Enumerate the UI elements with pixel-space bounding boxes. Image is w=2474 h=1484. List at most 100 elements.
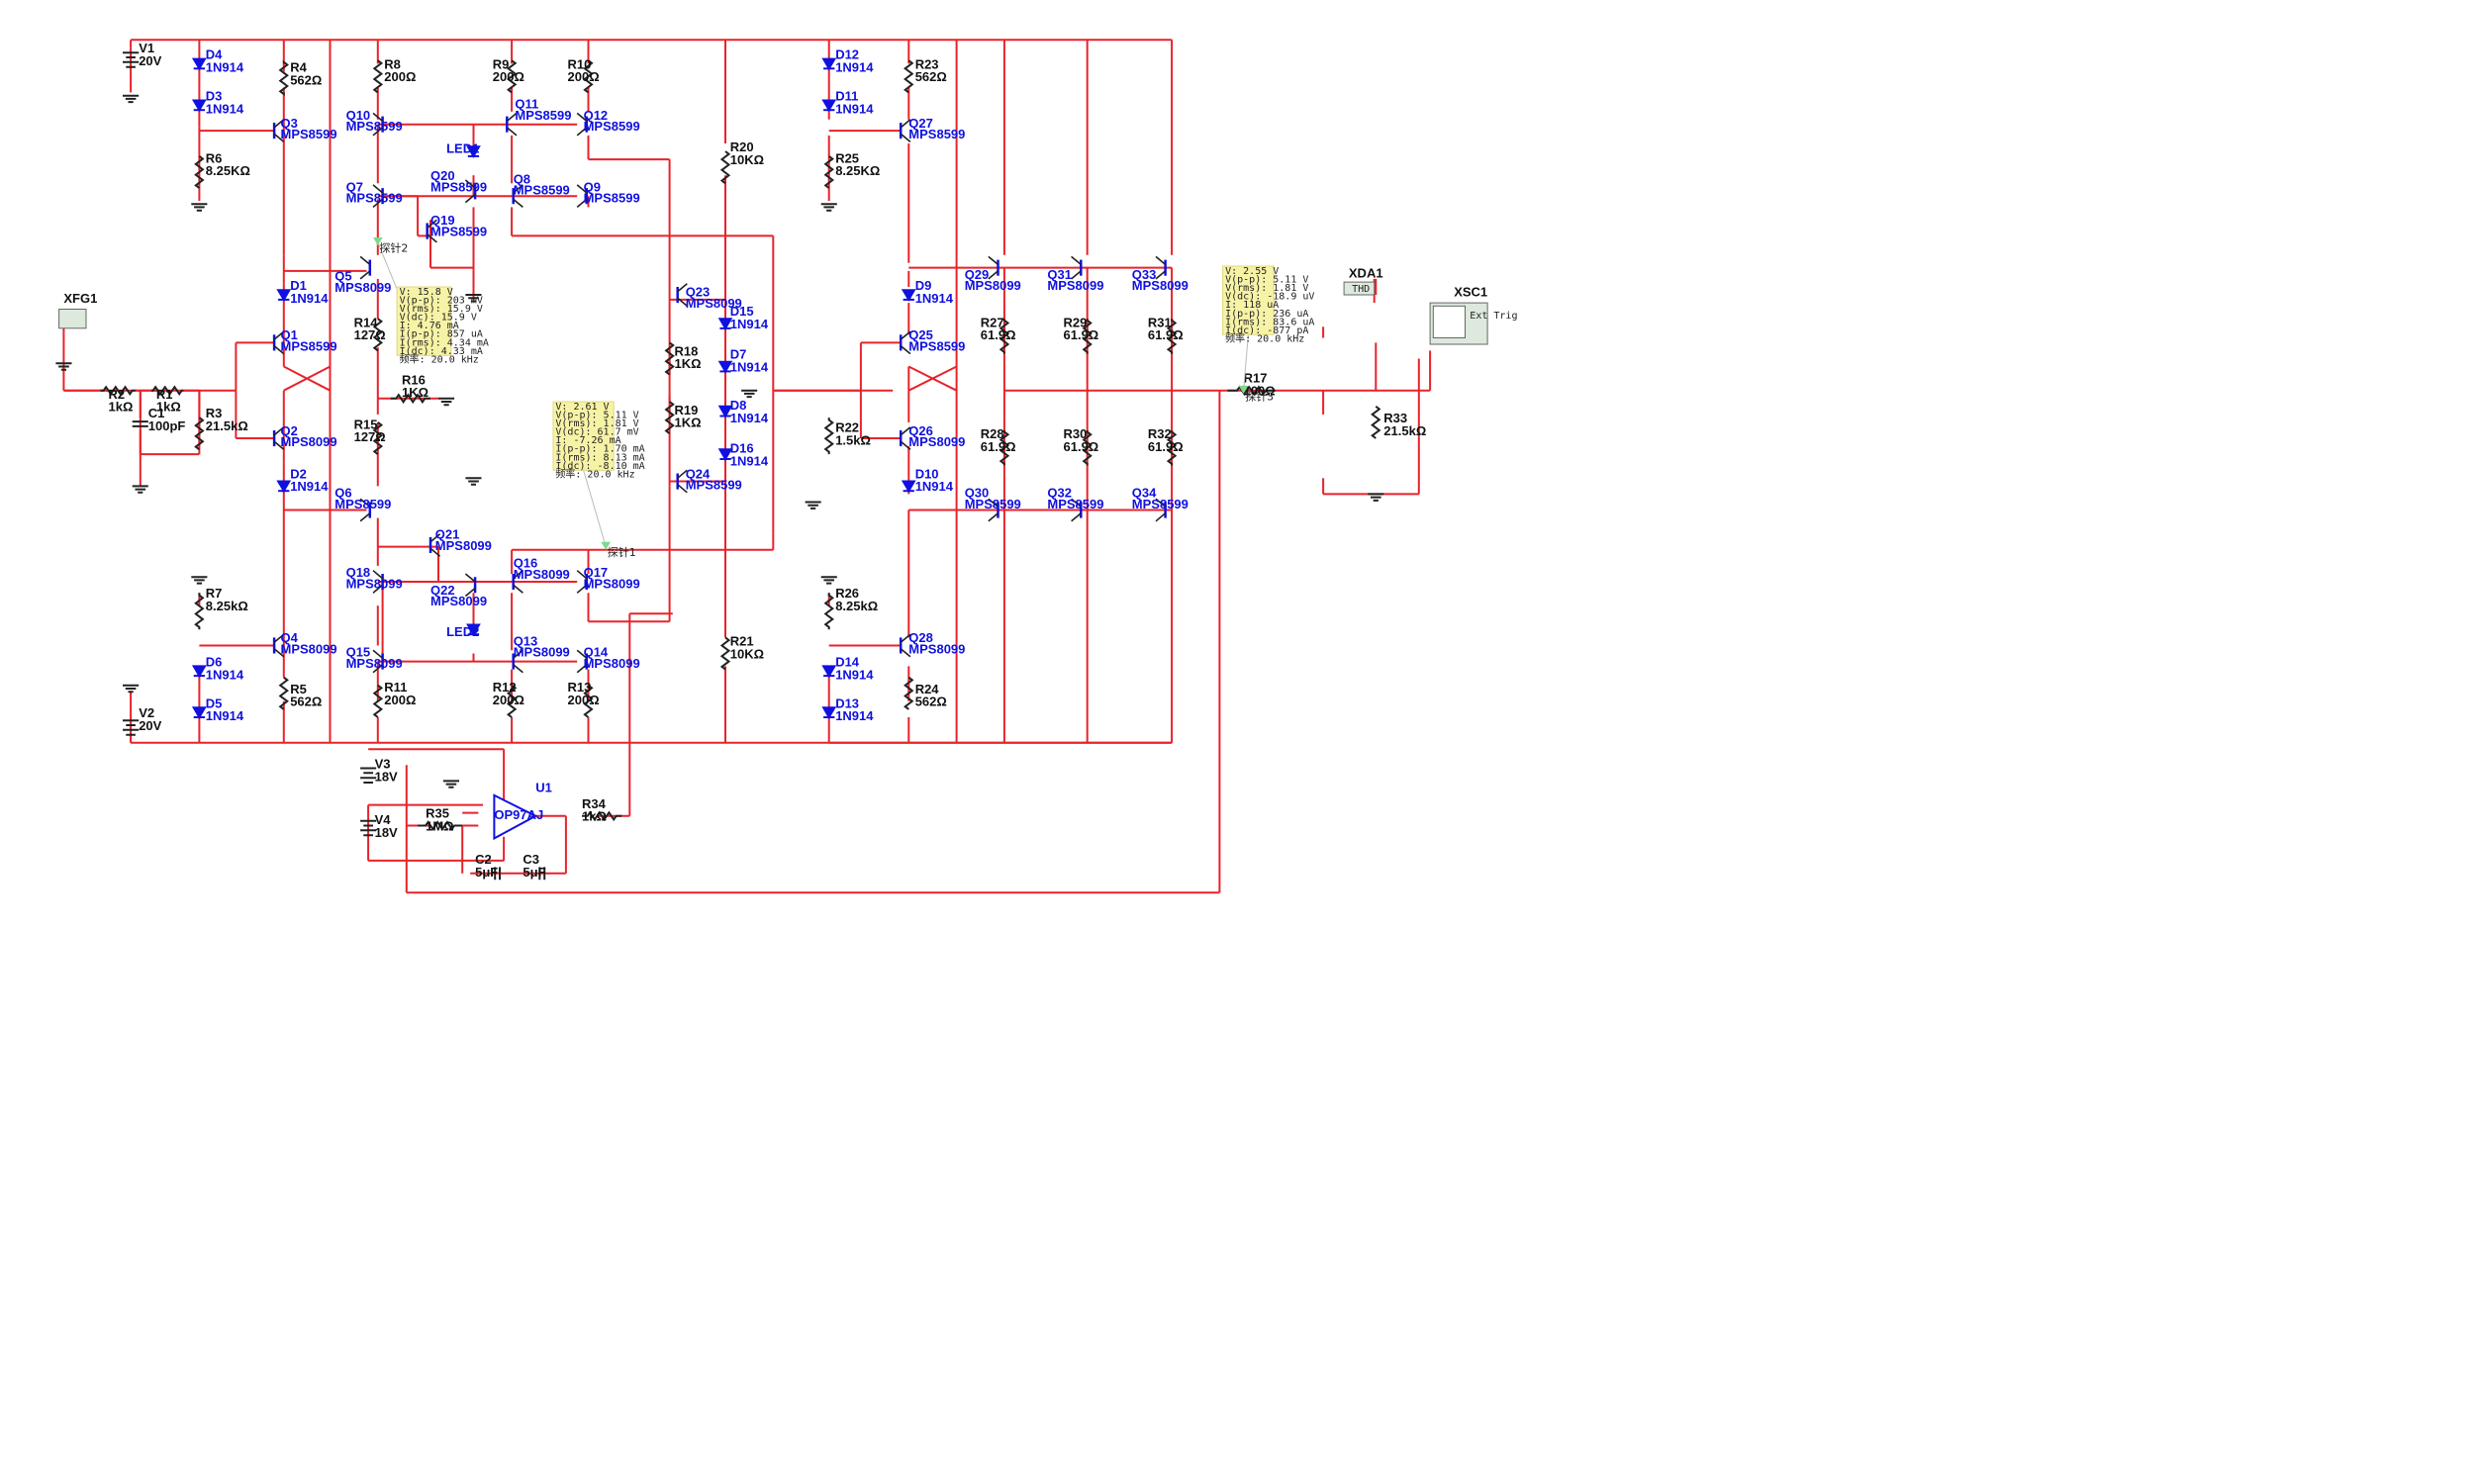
resistor-r3[interactable] — [194, 417, 205, 451]
diode-led2[interactable] — [466, 623, 481, 637]
battery-v1[interactable] — [123, 51, 140, 68]
resistor-r4[interactable] — [278, 59, 289, 96]
transistor-q9[interactable] — [576, 184, 589, 209]
distortion-analyzer-xda1[interactable] — [1343, 281, 1376, 296]
resistor-r6[interactable] — [194, 155, 205, 189]
diode-d4[interactable] — [191, 57, 207, 71]
transistor-q30[interactable] — [988, 498, 999, 522]
transistor-q18[interactable] — [372, 570, 384, 594]
resistor-r11[interactable] — [372, 684, 384, 718]
diode-led1[interactable] — [466, 145, 481, 158]
resistor-r1[interactable] — [151, 385, 184, 396]
resistor-r33[interactable] — [1371, 406, 1381, 439]
resistor-r35[interactable] — [418, 820, 463, 831]
diode-d16[interactable] — [717, 448, 733, 462]
transistor-q26[interactable] — [899, 426, 911, 450]
transistor-q19[interactable] — [426, 219, 437, 243]
diode-d12[interactable] — [821, 57, 837, 71]
resistor-r29[interactable] — [1082, 319, 1093, 354]
resistor-r8[interactable] — [372, 59, 384, 94]
capacitor-c2[interactable] — [494, 867, 501, 881]
resistor-r15[interactable] — [372, 421, 384, 455]
capacitor-c1[interactable] — [132, 420, 148, 427]
resistor-r19[interactable] — [664, 401, 675, 434]
opamp-u1[interactable] — [493, 793, 538, 841]
transistor-q15[interactable] — [372, 649, 384, 674]
battery-v2[interactable] — [123, 719, 140, 736]
transistor-q17[interactable] — [576, 570, 589, 594]
transistor-q23[interactable] — [676, 283, 688, 307]
diode-d3[interactable] — [191, 99, 207, 113]
diode-d2[interactable] — [276, 480, 292, 494]
transistor-q22[interactable] — [464, 573, 477, 598]
resistor-r26[interactable] — [823, 593, 834, 630]
resistor-r22[interactable] — [823, 417, 834, 455]
resistor-r10[interactable] — [583, 59, 594, 94]
transistor-q11[interactable] — [506, 112, 518, 137]
diode-d13[interactable] — [821, 706, 837, 719]
resistor-r5[interactable] — [278, 676, 289, 710]
resistor-r30[interactable] — [1082, 430, 1093, 466]
diode-d11[interactable] — [821, 99, 837, 113]
resistor-r7[interactable] — [194, 593, 205, 630]
transistor-q29[interactable] — [988, 255, 999, 280]
diode-d14[interactable] — [821, 665, 837, 679]
transistor-q5[interactable] — [359, 255, 372, 280]
resistor-r27[interactable] — [999, 319, 1010, 354]
resistor-r32[interactable] — [1166, 430, 1178, 466]
transistor-q10[interactable] — [372, 112, 384, 137]
transistor-q16[interactable] — [512, 570, 523, 594]
diode-d10[interactable] — [901, 480, 916, 494]
resistor-r28[interactable] — [999, 430, 1010, 466]
transistor-q33[interactable] — [1155, 255, 1167, 280]
diode-d9[interactable] — [901, 289, 916, 302]
resistor-r23[interactable] — [904, 59, 914, 94]
transistor-q27[interactable] — [899, 119, 911, 143]
transistor-q20[interactable] — [464, 179, 477, 204]
diode-d7[interactable] — [717, 360, 733, 374]
resistor-r14[interactable] — [372, 318, 384, 352]
transistor-q25[interactable] — [899, 330, 911, 355]
diode-d6[interactable] — [191, 665, 207, 679]
transistor-q7[interactable] — [372, 184, 384, 209]
resistor-r9[interactable] — [506, 59, 518, 94]
probe-marker-icon[interactable] — [373, 237, 383, 246]
probe-marker-icon[interactable] — [1238, 385, 1249, 394]
resistor-r17[interactable] — [1227, 385, 1276, 396]
resistor-r16[interactable] — [390, 393, 430, 405]
diode-d1[interactable] — [276, 289, 292, 302]
resistor-r34[interactable] — [582, 810, 622, 822]
transistor-q3[interactable] — [272, 119, 285, 143]
transistor-q2[interactable] — [272, 426, 285, 450]
capacitor-c3[interactable] — [538, 867, 546, 881]
resistor-r13[interactable] — [583, 684, 594, 718]
resistor-r20[interactable] — [719, 150, 731, 185]
diode-d15[interactable] — [717, 318, 733, 330]
resistor-r25[interactable] — [823, 155, 834, 189]
resistor-r31[interactable] — [1166, 319, 1178, 354]
resistor-r18[interactable] — [664, 341, 675, 376]
probe-marker-icon[interactable] — [601, 541, 611, 550]
battery-v4[interactable] — [360, 819, 377, 837]
function-generator-xfg1[interactable] — [58, 309, 87, 329]
transistor-q12[interactable] — [576, 112, 589, 137]
transistor-q24[interactable] — [676, 469, 688, 494]
transistor-q28[interactable] — [899, 633, 911, 658]
battery-v3[interactable] — [360, 767, 377, 784]
transistor-q1[interactable] — [272, 330, 285, 355]
transistor-q14[interactable] — [576, 649, 589, 674]
diode-d5[interactable] — [191, 706, 207, 719]
resistor-r12[interactable] — [506, 684, 518, 718]
transistor-q8[interactable] — [512, 184, 523, 209]
transistor-q34[interactable] — [1155, 498, 1167, 522]
diode-d8[interactable] — [717, 405, 733, 418]
resistor-r2[interactable] — [100, 385, 136, 396]
transistor-q21[interactable] — [428, 533, 441, 557]
resistor-r24[interactable] — [904, 676, 914, 710]
transistor-q6[interactable] — [359, 498, 372, 522]
transistor-q4[interactable] — [272, 633, 285, 658]
resistor-r21[interactable] — [719, 636, 731, 671]
transistor-q13[interactable] — [512, 649, 523, 674]
transistor-q31[interactable] — [1071, 255, 1083, 280]
transistor-q32[interactable] — [1071, 498, 1083, 522]
